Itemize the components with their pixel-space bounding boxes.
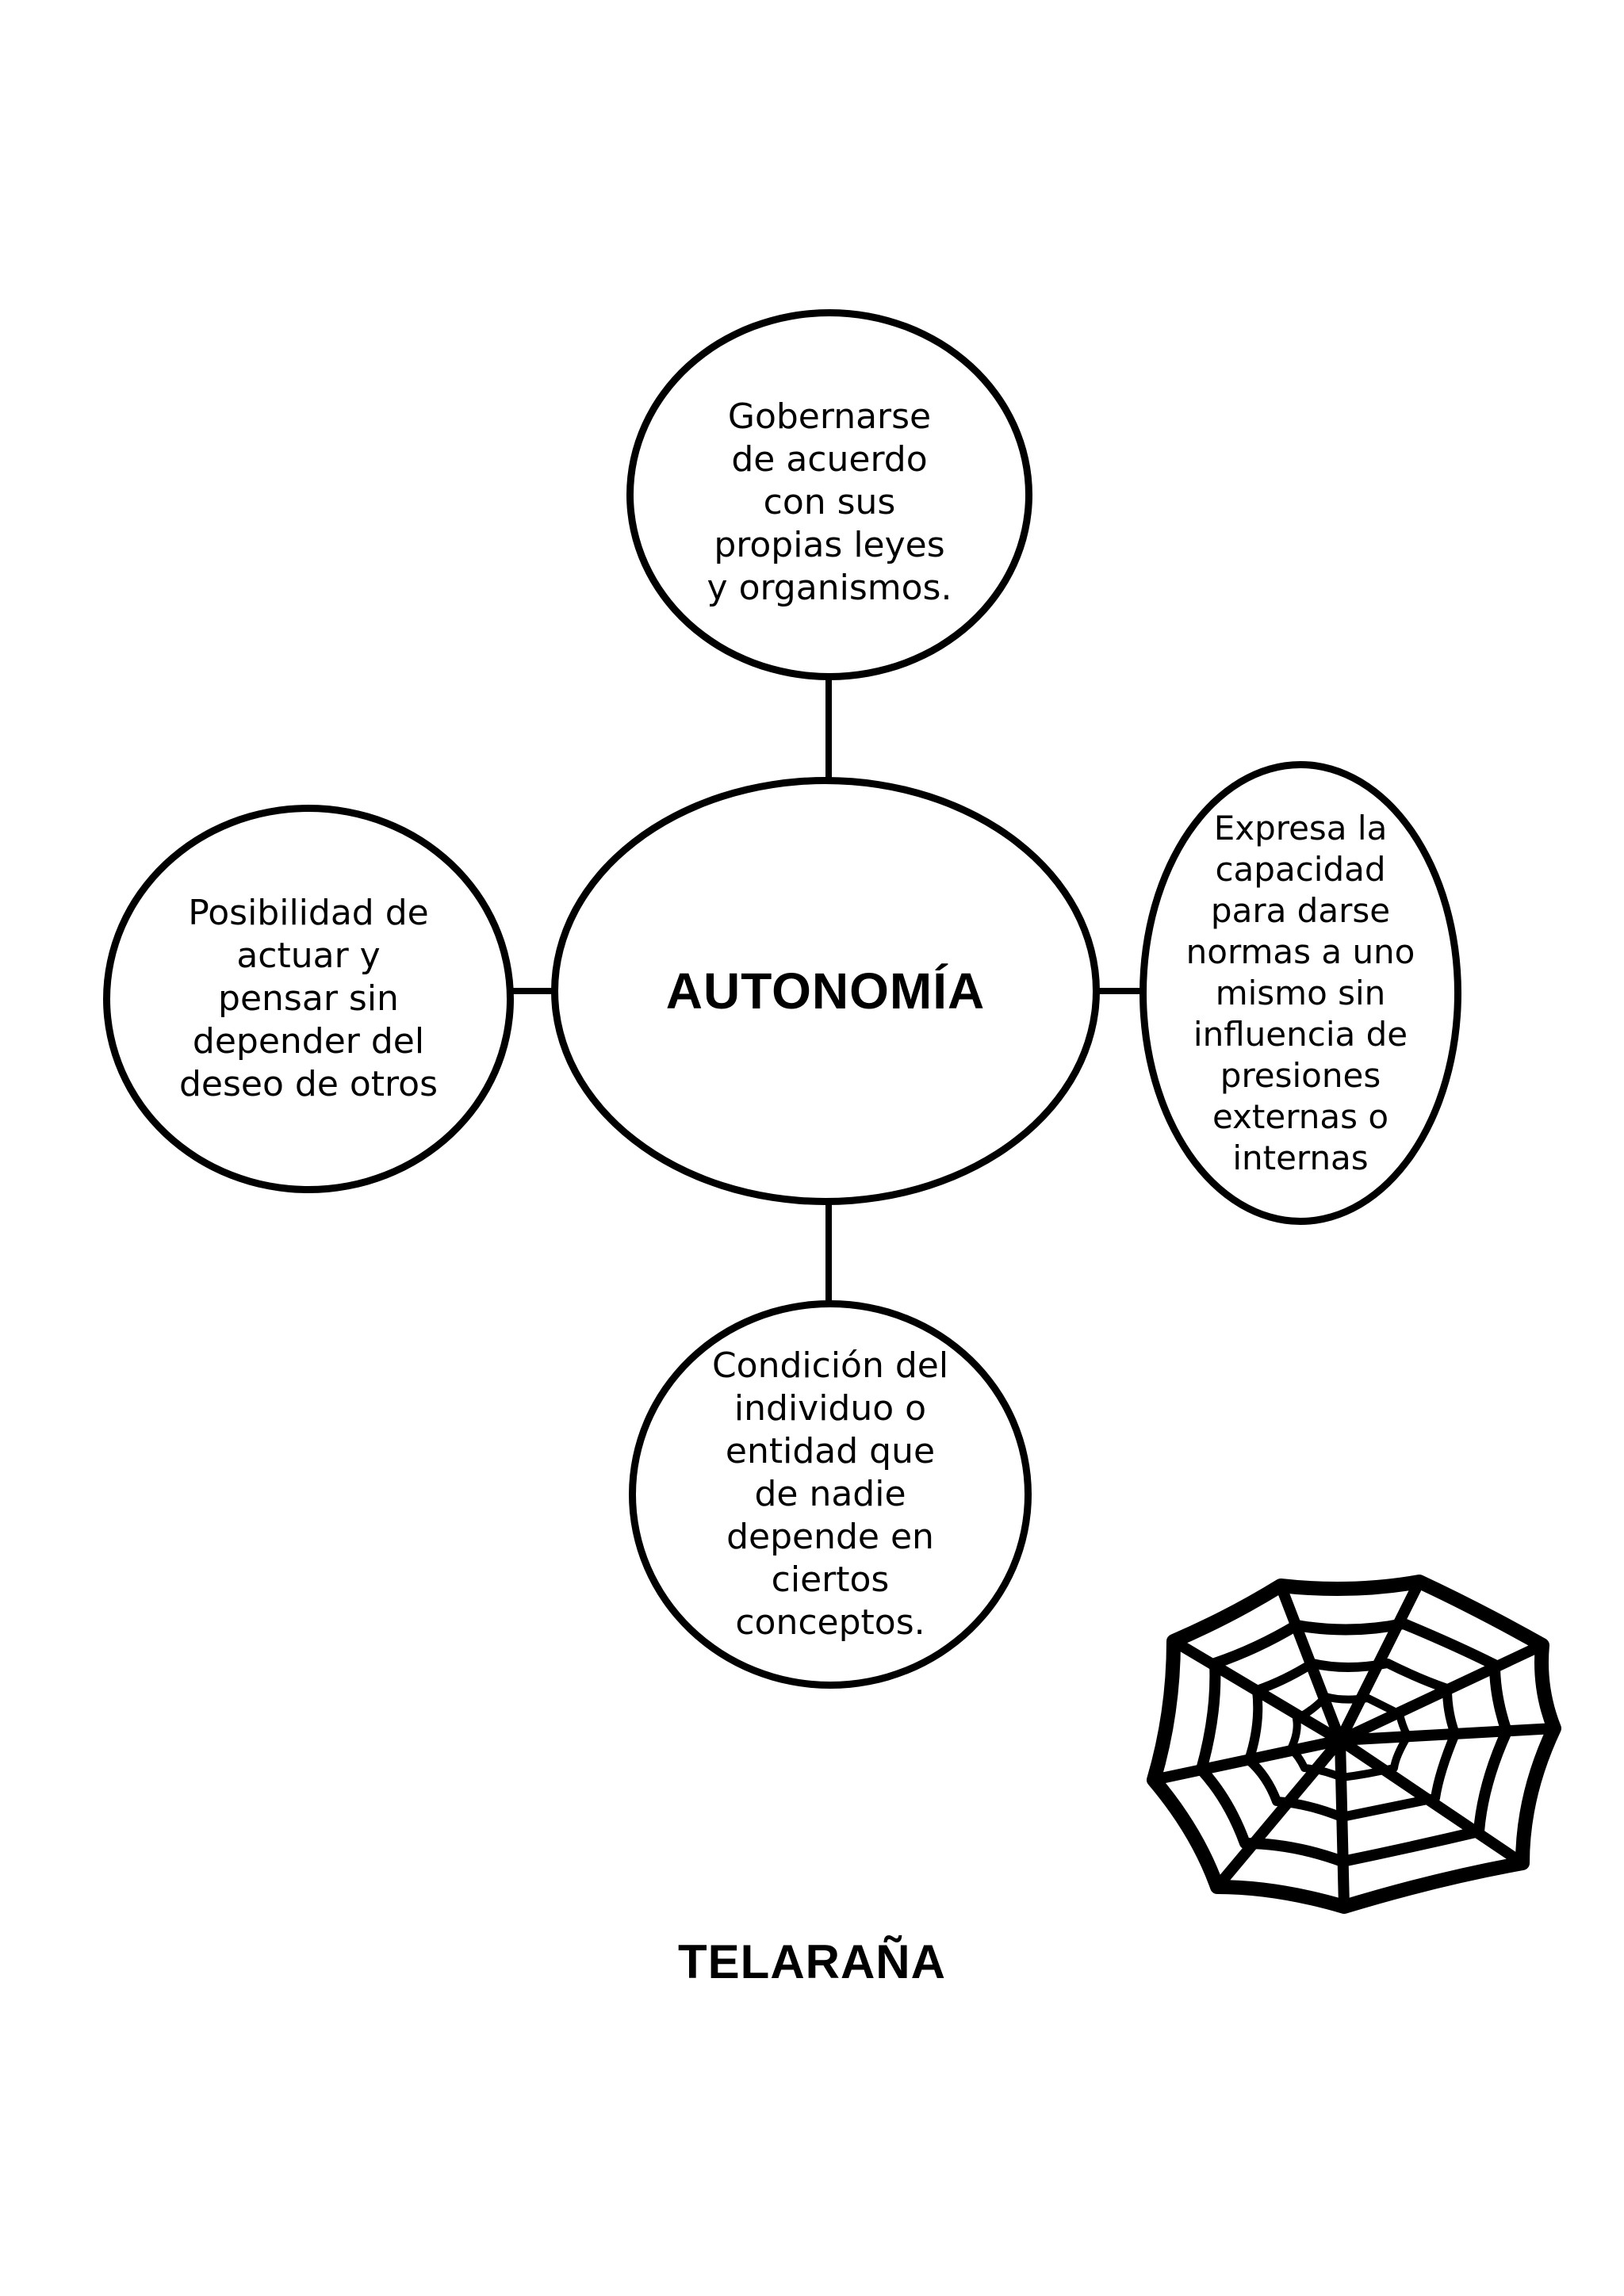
center-label: AUTONOMÍA <box>665 962 986 1020</box>
node-center: AUTONOMÍA <box>551 777 1100 1205</box>
node-top: Gobernarse de acuerdo con sus propias le… <box>626 309 1032 680</box>
node-bottom-text: Condición del individuo o entidad que de… <box>711 1345 949 1643</box>
node-right: Expresa la capacidad para darse normas a… <box>1139 761 1461 1225</box>
node-right-text: Expresa la capacidad para darse normas a… <box>1185 808 1415 1177</box>
footer-title: TELARAÑA <box>678 1935 946 1988</box>
spider-web-icon <box>1147 1575 1561 1914</box>
node-left: Posibilidad de actuar y pensar sin depen… <box>103 805 514 1193</box>
node-left-text: Posibilidad de actuar y pensar sin depen… <box>178 893 439 1104</box>
node-top-text: Gobernarse de acuerdo con sus propias le… <box>707 396 952 608</box>
node-bottom: Condición del individuo o entidad que de… <box>629 1300 1032 1689</box>
